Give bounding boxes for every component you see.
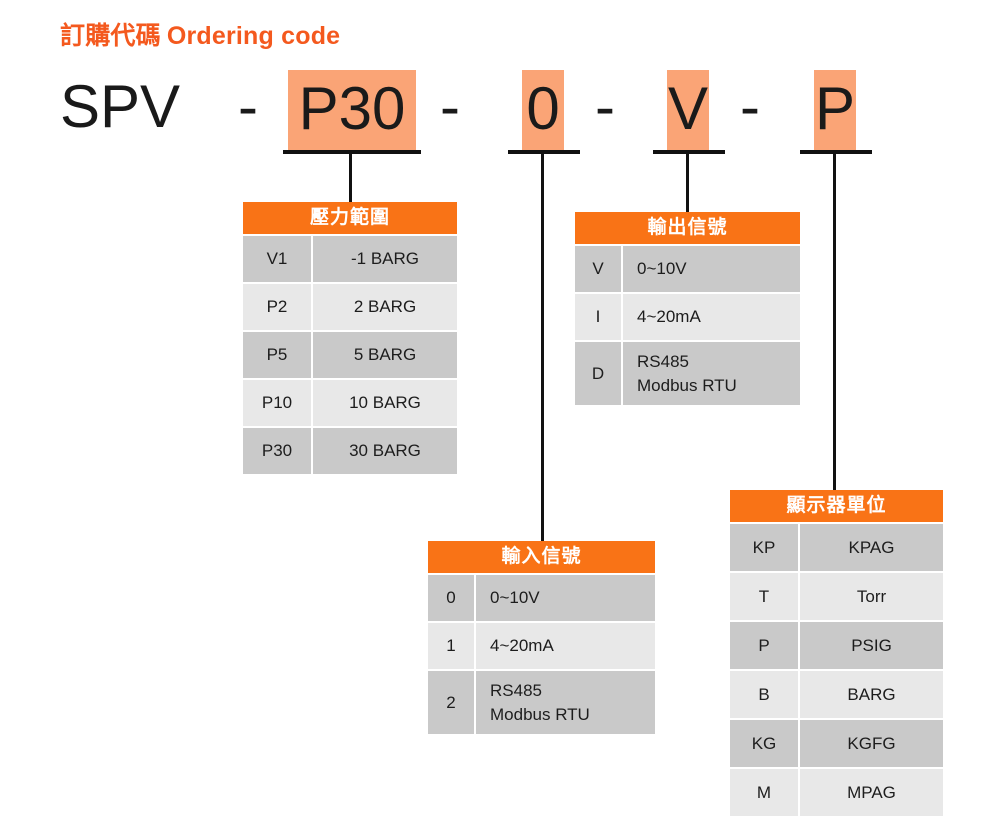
- row-value: -1 BARG: [313, 236, 457, 282]
- code-dash-4: -: [740, 73, 760, 140]
- code-dash-1: -: [238, 73, 258, 140]
- table-row: D RS485 Modbus RTU: [575, 342, 800, 405]
- code-dash-2: -: [440, 73, 460, 140]
- table-row: T Torr: [730, 573, 943, 620]
- row-key: 0: [428, 575, 474, 621]
- connector-bar-output: [653, 150, 725, 154]
- row-key: I: [575, 294, 621, 340]
- row-key: KP: [730, 524, 798, 571]
- code-segment-display-unit: P: [814, 75, 856, 142]
- table-header-pressure-range: 壓力範圍: [243, 202, 457, 234]
- row-value: MPAG: [800, 769, 943, 816]
- connector-line-input: [541, 150, 544, 541]
- row-value: 0~10V: [476, 575, 655, 621]
- connector-bar-input: [508, 150, 580, 154]
- row-value: RS485 Modbus RTU: [623, 342, 800, 405]
- table-row: M MPAG: [730, 769, 943, 816]
- row-key: T: [730, 573, 798, 620]
- code-segment-pressure: P30: [298, 75, 406, 142]
- table-row: 0 0~10V: [428, 575, 655, 621]
- code-dash-3: -: [595, 73, 615, 140]
- table-header-display-unit: 顯示器單位: [730, 490, 943, 522]
- connector-bar-pressure: [283, 150, 421, 154]
- table-pressure-range: 壓力範圍 V1 -1 BARG P2 2 BARG P5 5 BARG P10 …: [243, 202, 457, 474]
- row-value: Torr: [800, 573, 943, 620]
- connector-line-output: [686, 150, 689, 212]
- connector-line-pressure: [349, 150, 352, 202]
- row-key: D: [575, 342, 621, 405]
- table-header-input-signal: 輸入信號: [428, 541, 655, 573]
- row-value: KPAG: [800, 524, 943, 571]
- row-value: PSIG: [800, 622, 943, 669]
- page-title-en: Ordering code: [166, 22, 341, 50]
- table-row: P5 5 BARG: [243, 332, 457, 378]
- table-output-signal: 輸出信號 V 0~10V I 4~20mA D RS485 Modbus RTU: [575, 212, 800, 405]
- row-value: KGFG: [800, 720, 943, 767]
- table-row: V 0~10V: [575, 246, 800, 292]
- row-key: P5: [243, 332, 311, 378]
- row-value: 10 BARG: [313, 380, 457, 426]
- row-key: 1: [428, 623, 474, 669]
- table-row: P PSIG: [730, 622, 943, 669]
- row-key: KG: [730, 720, 798, 767]
- code-highlight-output: [667, 70, 709, 152]
- row-value: RS485 Modbus RTU: [476, 671, 655, 734]
- code-highlight-input: [522, 70, 564, 152]
- row-key: B: [730, 671, 798, 718]
- code-highlight-display-unit: [814, 70, 856, 152]
- table-row: KG KGFG: [730, 720, 943, 767]
- table-row: P30 30 BARG: [243, 428, 457, 474]
- row-key: 2: [428, 671, 474, 734]
- table-row: KP KPAG: [730, 524, 943, 571]
- row-value: 4~20mA: [476, 623, 655, 669]
- row-key: P10: [243, 380, 311, 426]
- connector-line-display-unit: [833, 150, 836, 490]
- code-highlight-pressure: [288, 70, 416, 152]
- code-segment-input: 0: [526, 75, 560, 142]
- page-title-zh: 訂購代碼: [60, 22, 161, 50]
- table-header-output-signal: 輸出信號: [575, 212, 800, 244]
- row-value: 4~20mA: [623, 294, 800, 340]
- row-value: 0~10V: [623, 246, 800, 292]
- row-key: P30: [243, 428, 311, 474]
- connector-bar-display-unit: [800, 150, 872, 154]
- row-key: M: [730, 769, 798, 816]
- row-value: 30 BARG: [313, 428, 457, 474]
- row-key: P2: [243, 284, 311, 330]
- table-row: 2 RS485 Modbus RTU: [428, 671, 655, 734]
- code-segment-output: V: [667, 75, 709, 142]
- table-row: 1 4~20mA: [428, 623, 655, 669]
- code-segment-series: SPV: [60, 73, 181, 140]
- table-row: I 4~20mA: [575, 294, 800, 340]
- row-value: 2 BARG: [313, 284, 457, 330]
- row-key: P: [730, 622, 798, 669]
- row-key: V: [575, 246, 621, 292]
- row-key: V1: [243, 236, 311, 282]
- row-value: 5 BARG: [313, 332, 457, 378]
- table-row: P10 10 BARG: [243, 380, 457, 426]
- table-display-unit: 顯示器單位 KP KPAG T Torr P PSIG B BARG KG KG…: [730, 490, 943, 816]
- row-value: BARG: [800, 671, 943, 718]
- table-row: P2 2 BARG: [243, 284, 457, 330]
- table-row: B BARG: [730, 671, 943, 718]
- table-row: V1 -1 BARG: [243, 236, 457, 282]
- table-input-signal: 輸入信號 0 0~10V 1 4~20mA 2 RS485 Modbus RTU: [428, 541, 655, 734]
